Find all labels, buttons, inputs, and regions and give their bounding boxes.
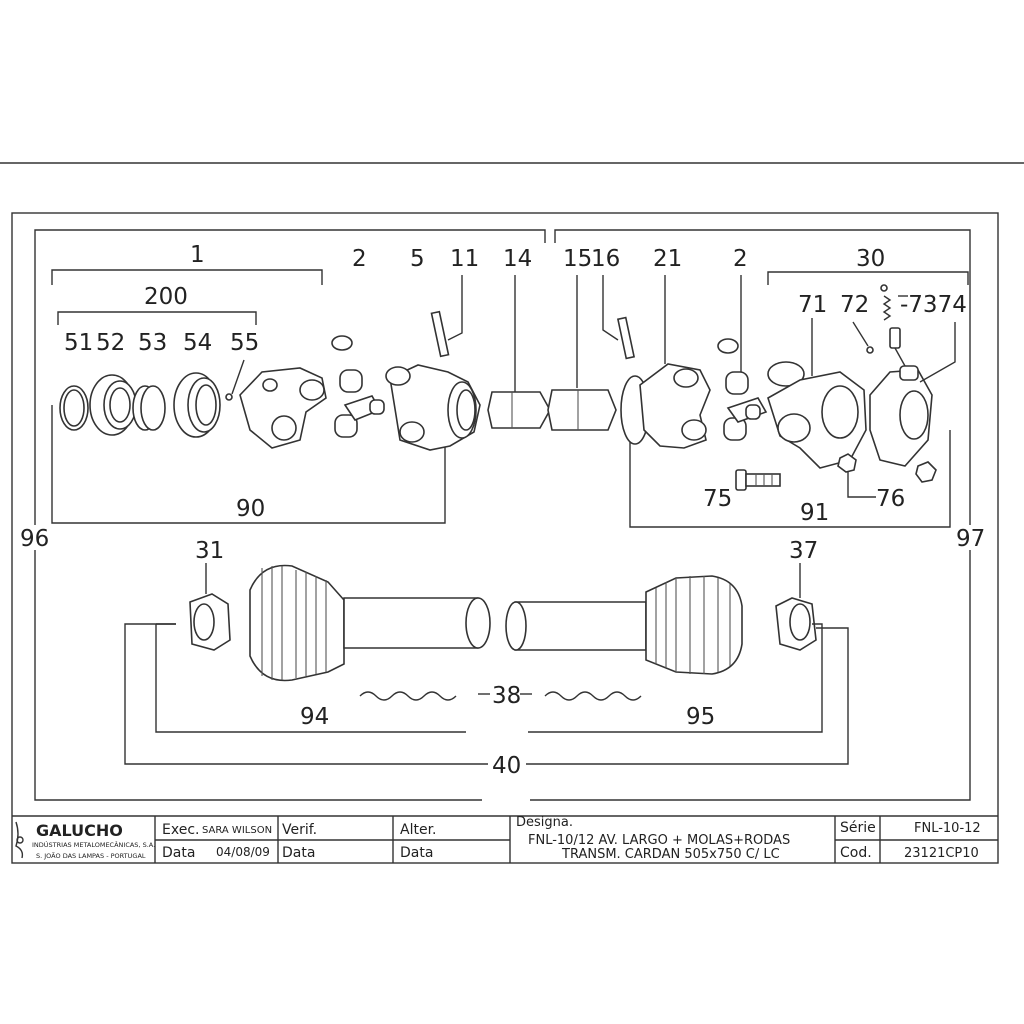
part-55-grease-nipple [225, 393, 233, 401]
exec-label: Exec. [162, 822, 199, 838]
label-51: 51 [64, 330, 93, 356]
bracket-1 [51, 269, 323, 285]
part-53-ring [132, 385, 166, 431]
part-5-outer-yoke [385, 364, 481, 451]
label-14: 14 [503, 246, 532, 272]
label-15: 15 [563, 246, 592, 272]
part-2-cross-kit-left [331, 335, 385, 438]
company-name: GALUCHO [36, 821, 123, 840]
part-54-bearing-housing [173, 372, 221, 438]
label-2-left: 2 [352, 246, 367, 272]
label-53: 53 [138, 330, 167, 356]
part-21-inner-yoke [620, 363, 711, 449]
label-95: 95 [686, 704, 715, 730]
part-2-cross-kit-right [717, 338, 768, 441]
designa-label: Designa. [516, 815, 573, 830]
bracket-200 [57, 311, 257, 325]
galucho-logo [15, 821, 24, 859]
verif-label: Verif. [282, 822, 317, 838]
label-94: 94 [300, 704, 329, 730]
label-76: 76 [876, 486, 905, 512]
company-subtitle-2: S. JOÃO DAS LAMPAS - PORTUGAL [36, 851, 146, 860]
part-95-guard-cone-right [505, 575, 743, 675]
bracket-90 [51, 405, 446, 524]
label-97: 97 [956, 526, 985, 552]
label-38: 38 [492, 683, 521, 709]
drawing-frame [11, 212, 999, 864]
part-94-guard-cone-left [249, 564, 491, 682]
serie-value: FNL-10-12 [914, 821, 981, 836]
bracket-91 [629, 430, 951, 528]
label-21: 21 [653, 246, 682, 272]
label-7374: -7374 [900, 292, 967, 318]
part-75-bolt [735, 469, 781, 491]
data-label-2: Data [282, 845, 315, 861]
part-30-clutch-yoke [767, 361, 933, 469]
label-71: 71 [798, 292, 827, 318]
designa-line-2: TRANSM. CARDAN 505x750 C/ LC [561, 847, 780, 862]
part-7374-spring-pin [880, 284, 906, 367]
label-40: 40 [492, 753, 521, 779]
title-block: GALUCHO INDÚSTRIAS METALOMECÂNICAS, S.A.… [12, 815, 998, 863]
part-38-safety-chain [359, 691, 642, 701]
bracket-94 [155, 624, 466, 733]
label-30: 30 [856, 246, 885, 272]
part-52-bearing-ring [89, 374, 137, 436]
cod-value: 23121CP10 [904, 846, 979, 861]
label-1: 1 [190, 242, 205, 268]
part-11-pin [430, 310, 450, 358]
part-15-profile-tube [547, 389, 617, 431]
label-52: 52 [96, 330, 125, 356]
part-31-guard-bearing [189, 593, 231, 651]
part-76-nut [837, 453, 937, 483]
bracket-40 [124, 623, 488, 765]
label-16: 16 [591, 246, 620, 272]
label-2-right: 2 [733, 246, 748, 272]
label-54: 54 [183, 330, 212, 356]
data-label-3: Data [400, 845, 433, 861]
bracket-96-97 [34, 229, 971, 801]
label-91: 91 [800, 500, 829, 526]
part-1-yoke [239, 367, 327, 449]
label-72: 72 [840, 292, 869, 318]
data-label-1: Data [162, 845, 195, 861]
label-55: 55 [230, 330, 259, 356]
designa-line-1: FNL-10/12 AV. LARGO + MOLAS+RODAS [528, 833, 790, 848]
bracket-30 [767, 271, 969, 285]
cod-label: Cod. [840, 845, 872, 861]
part-37-guard-bearing [775, 597, 817, 651]
part-72-ball [866, 346, 874, 354]
company-subtitle-1: INDÚSTRIAS METALOMECÂNICAS, S.A. [32, 840, 155, 849]
part-51-circlip [59, 385, 89, 431]
label-90: 90 [236, 496, 265, 522]
label-200: 200 [144, 284, 188, 310]
bracket-95 [528, 623, 823, 733]
label-96: 96 [20, 526, 49, 552]
label-37: 37 [789, 538, 818, 564]
label-31: 31 [195, 538, 224, 564]
label-5: 5 [410, 246, 425, 272]
label-75: 75 [703, 486, 732, 512]
serie-label: Série [840, 820, 876, 836]
part-16-pin [616, 316, 636, 360]
part-14-profile-tube [487, 391, 551, 429]
data-value-1: 04/08/09 [216, 845, 270, 859]
exec-value: SARA WILSON [202, 825, 272, 836]
alter-label: Alter. [400, 822, 437, 838]
label-11: 11 [450, 246, 479, 272]
